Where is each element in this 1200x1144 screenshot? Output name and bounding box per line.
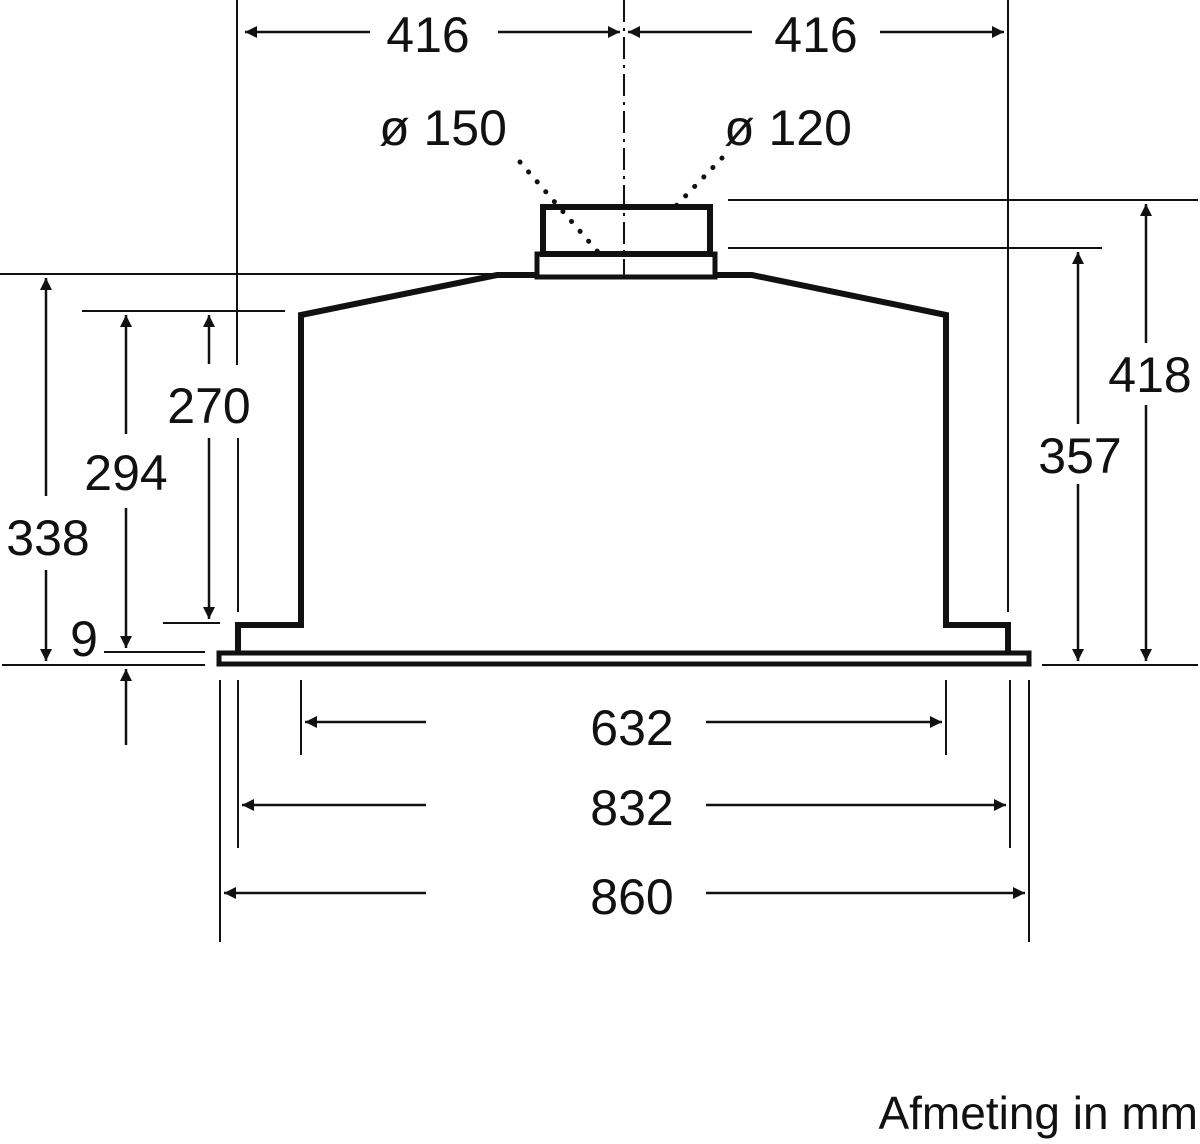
dimension-416-left: 416 [245,7,620,63]
svg-text:832: 832 [590,780,673,836]
leader-120-dotted [669,155,725,213]
svg-text:416: 416 [774,7,857,63]
svg-text:338: 338 [6,510,89,566]
dimension-860: 860 [224,869,1025,925]
hood-body-outline [235,272,1011,652]
svg-text:357: 357 [1038,428,1121,484]
dimension-9: 9 [70,611,132,745]
diameter-150-label: ø 150 [379,100,507,156]
svg-text:418: 418 [1108,347,1191,403]
dimension-416-right: 416 [628,7,1004,63]
units-caption: Afmeting in mm [878,1087,1198,1139]
dimension-832: 832 [242,780,1006,836]
dimension-338: 338 [6,278,90,661]
svg-text:270: 270 [167,378,250,434]
svg-text:294: 294 [84,445,167,501]
dimension-294: 294 [84,315,168,648]
svg-text:632: 632 [590,700,673,756]
dimension-418: 418 [1108,204,1192,661]
svg-text:416: 416 [386,7,469,63]
hood-bottom-frame [216,650,1032,667]
diameter-120-label: ø 120 [724,100,852,156]
dimension-632: 632 [305,700,942,756]
svg-text:9: 9 [70,611,98,667]
svg-text:860: 860 [590,869,673,925]
exhaust-outlet [534,204,718,280]
dimension-270: 270 [167,315,251,619]
dimension-357: 357 [1038,252,1122,661]
